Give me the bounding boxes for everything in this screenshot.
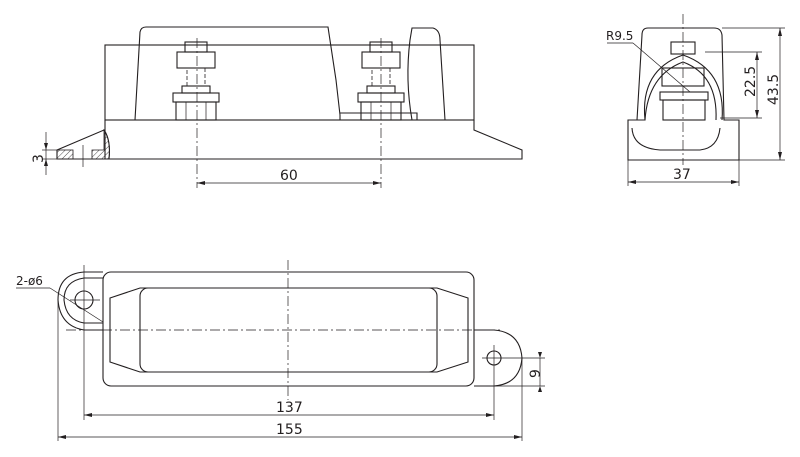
width-dim-label: 37 xyxy=(673,167,691,183)
total-length-dim-label: 155 xyxy=(276,422,303,438)
bottom-view: 2-ø6 137 155 9 xyxy=(16,260,545,441)
terminal-height-dim-label: 22.5 xyxy=(743,66,759,97)
front-view: 3 60 xyxy=(31,26,523,188)
side-view: R9.5 22.5 43.5 37 xyxy=(606,14,785,186)
total-height-dim-label: 43.5 xyxy=(766,74,782,105)
hole-spacing-dim-label: 137 xyxy=(276,400,303,416)
bolt-spacing-dim-label: 60 xyxy=(280,168,298,184)
right-bolt xyxy=(357,38,405,188)
left-bolt xyxy=(172,38,220,188)
hole-label: 2-ø6 xyxy=(16,274,43,288)
thickness-dim-label: 3 xyxy=(31,154,47,163)
offset-dim-label: 9 xyxy=(528,369,544,378)
radius-label: R9.5 xyxy=(606,29,633,43)
